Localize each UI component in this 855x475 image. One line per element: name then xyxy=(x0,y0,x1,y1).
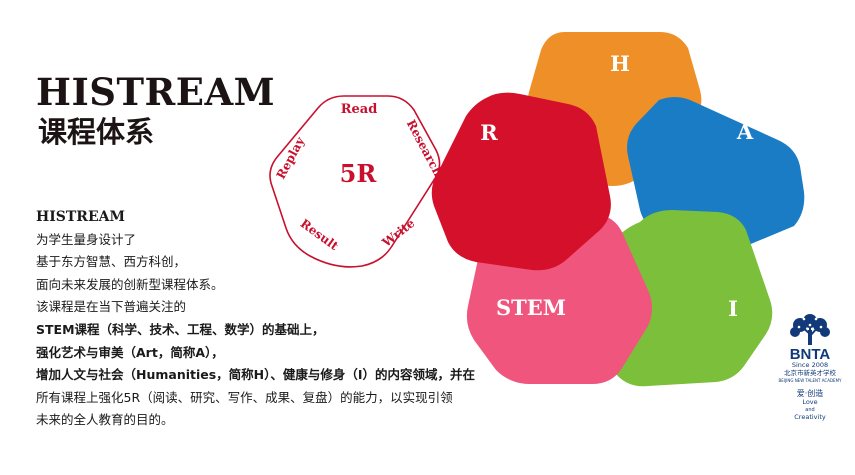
intro-heading: HISTREAM xyxy=(36,209,125,225)
logo-chinese-name: 北京市新英才学校 xyxy=(784,368,836,377)
petal-i-label: I xyxy=(728,296,738,321)
motto-word: Love xyxy=(802,398,818,407)
logo-motto-chinese: 爱·创造 xyxy=(796,388,824,398)
intro-line: STEM课程（科学、技术、工程、数学）的基础上， xyxy=(36,321,325,337)
motto-word: Creativity xyxy=(794,412,826,421)
tree-icon xyxy=(790,314,830,345)
petal-a-label: A xyxy=(736,119,754,144)
title-chinese: 课程体系 xyxy=(38,115,155,149)
petal-stem-label: STEM xyxy=(496,295,566,320)
intro-line: 为学生量身设计了 xyxy=(36,231,137,247)
intro-line: 强化艺术与审美（Art，简称A）， xyxy=(36,344,224,360)
five-r-center-label: 5R xyxy=(340,159,378,188)
five-r-pentagon xyxy=(269,95,441,268)
title-english: HISTREAM xyxy=(36,70,276,114)
petal-h-label: H xyxy=(610,51,630,76)
intro-line: 面向未来发展的创新型课程体系。 xyxy=(36,276,224,292)
intro-line: 基于东方智慧、西方科创， xyxy=(36,254,187,270)
logo-name: BNTA xyxy=(789,346,831,363)
five-r-read-label: Read xyxy=(341,102,378,117)
intro-line: 该课程是在当下普遍关注的 xyxy=(36,299,187,315)
logo-since: Since 2008 xyxy=(791,361,829,369)
bnta-logo: BNTA Since 2008 北京市新英才学校 BEIJING NEW TAL… xyxy=(777,312,843,421)
petal-r-label: R xyxy=(480,120,498,145)
intro-line: 增加人文与社会（Humanities，简称H）、健康与修身（I）的内容领域，并在 xyxy=(36,367,476,383)
intro-text: HISTREAM 为学生量身设计了 基于东方智慧、西方科创， 面向未来发展的创新… xyxy=(36,206,506,432)
logo-motto-english: Love and Creativity xyxy=(777,398,843,421)
petal-r xyxy=(431,92,611,271)
motto-word: and xyxy=(805,406,815,413)
intro-line: 未来的全人教育的目的。 xyxy=(36,412,174,428)
logo-english-name: BEIJING NEW TALENT ACADEMY xyxy=(778,377,842,383)
intro-line: 所有课程上强化5R（阅读、研究、写作、成果、复盘）的能力，以实现引领 xyxy=(36,389,453,405)
